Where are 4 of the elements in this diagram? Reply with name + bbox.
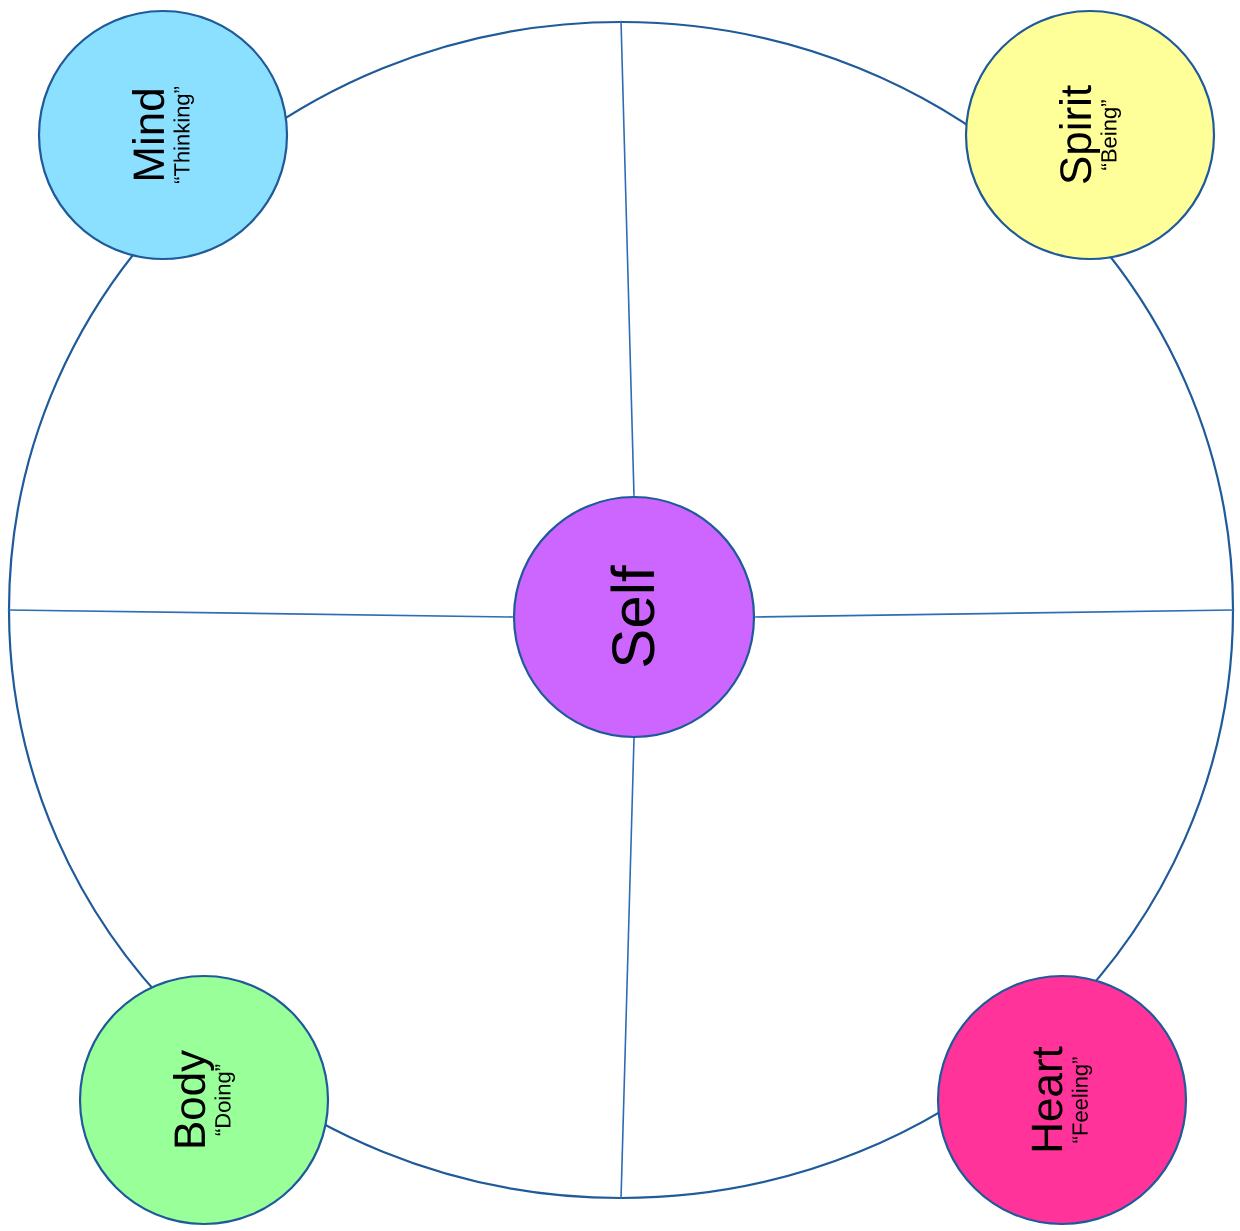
spoke-line xyxy=(620,737,635,1200)
spoke-line xyxy=(754,609,1235,618)
spoke-line xyxy=(620,20,635,497)
spoke-line xyxy=(7,609,514,618)
